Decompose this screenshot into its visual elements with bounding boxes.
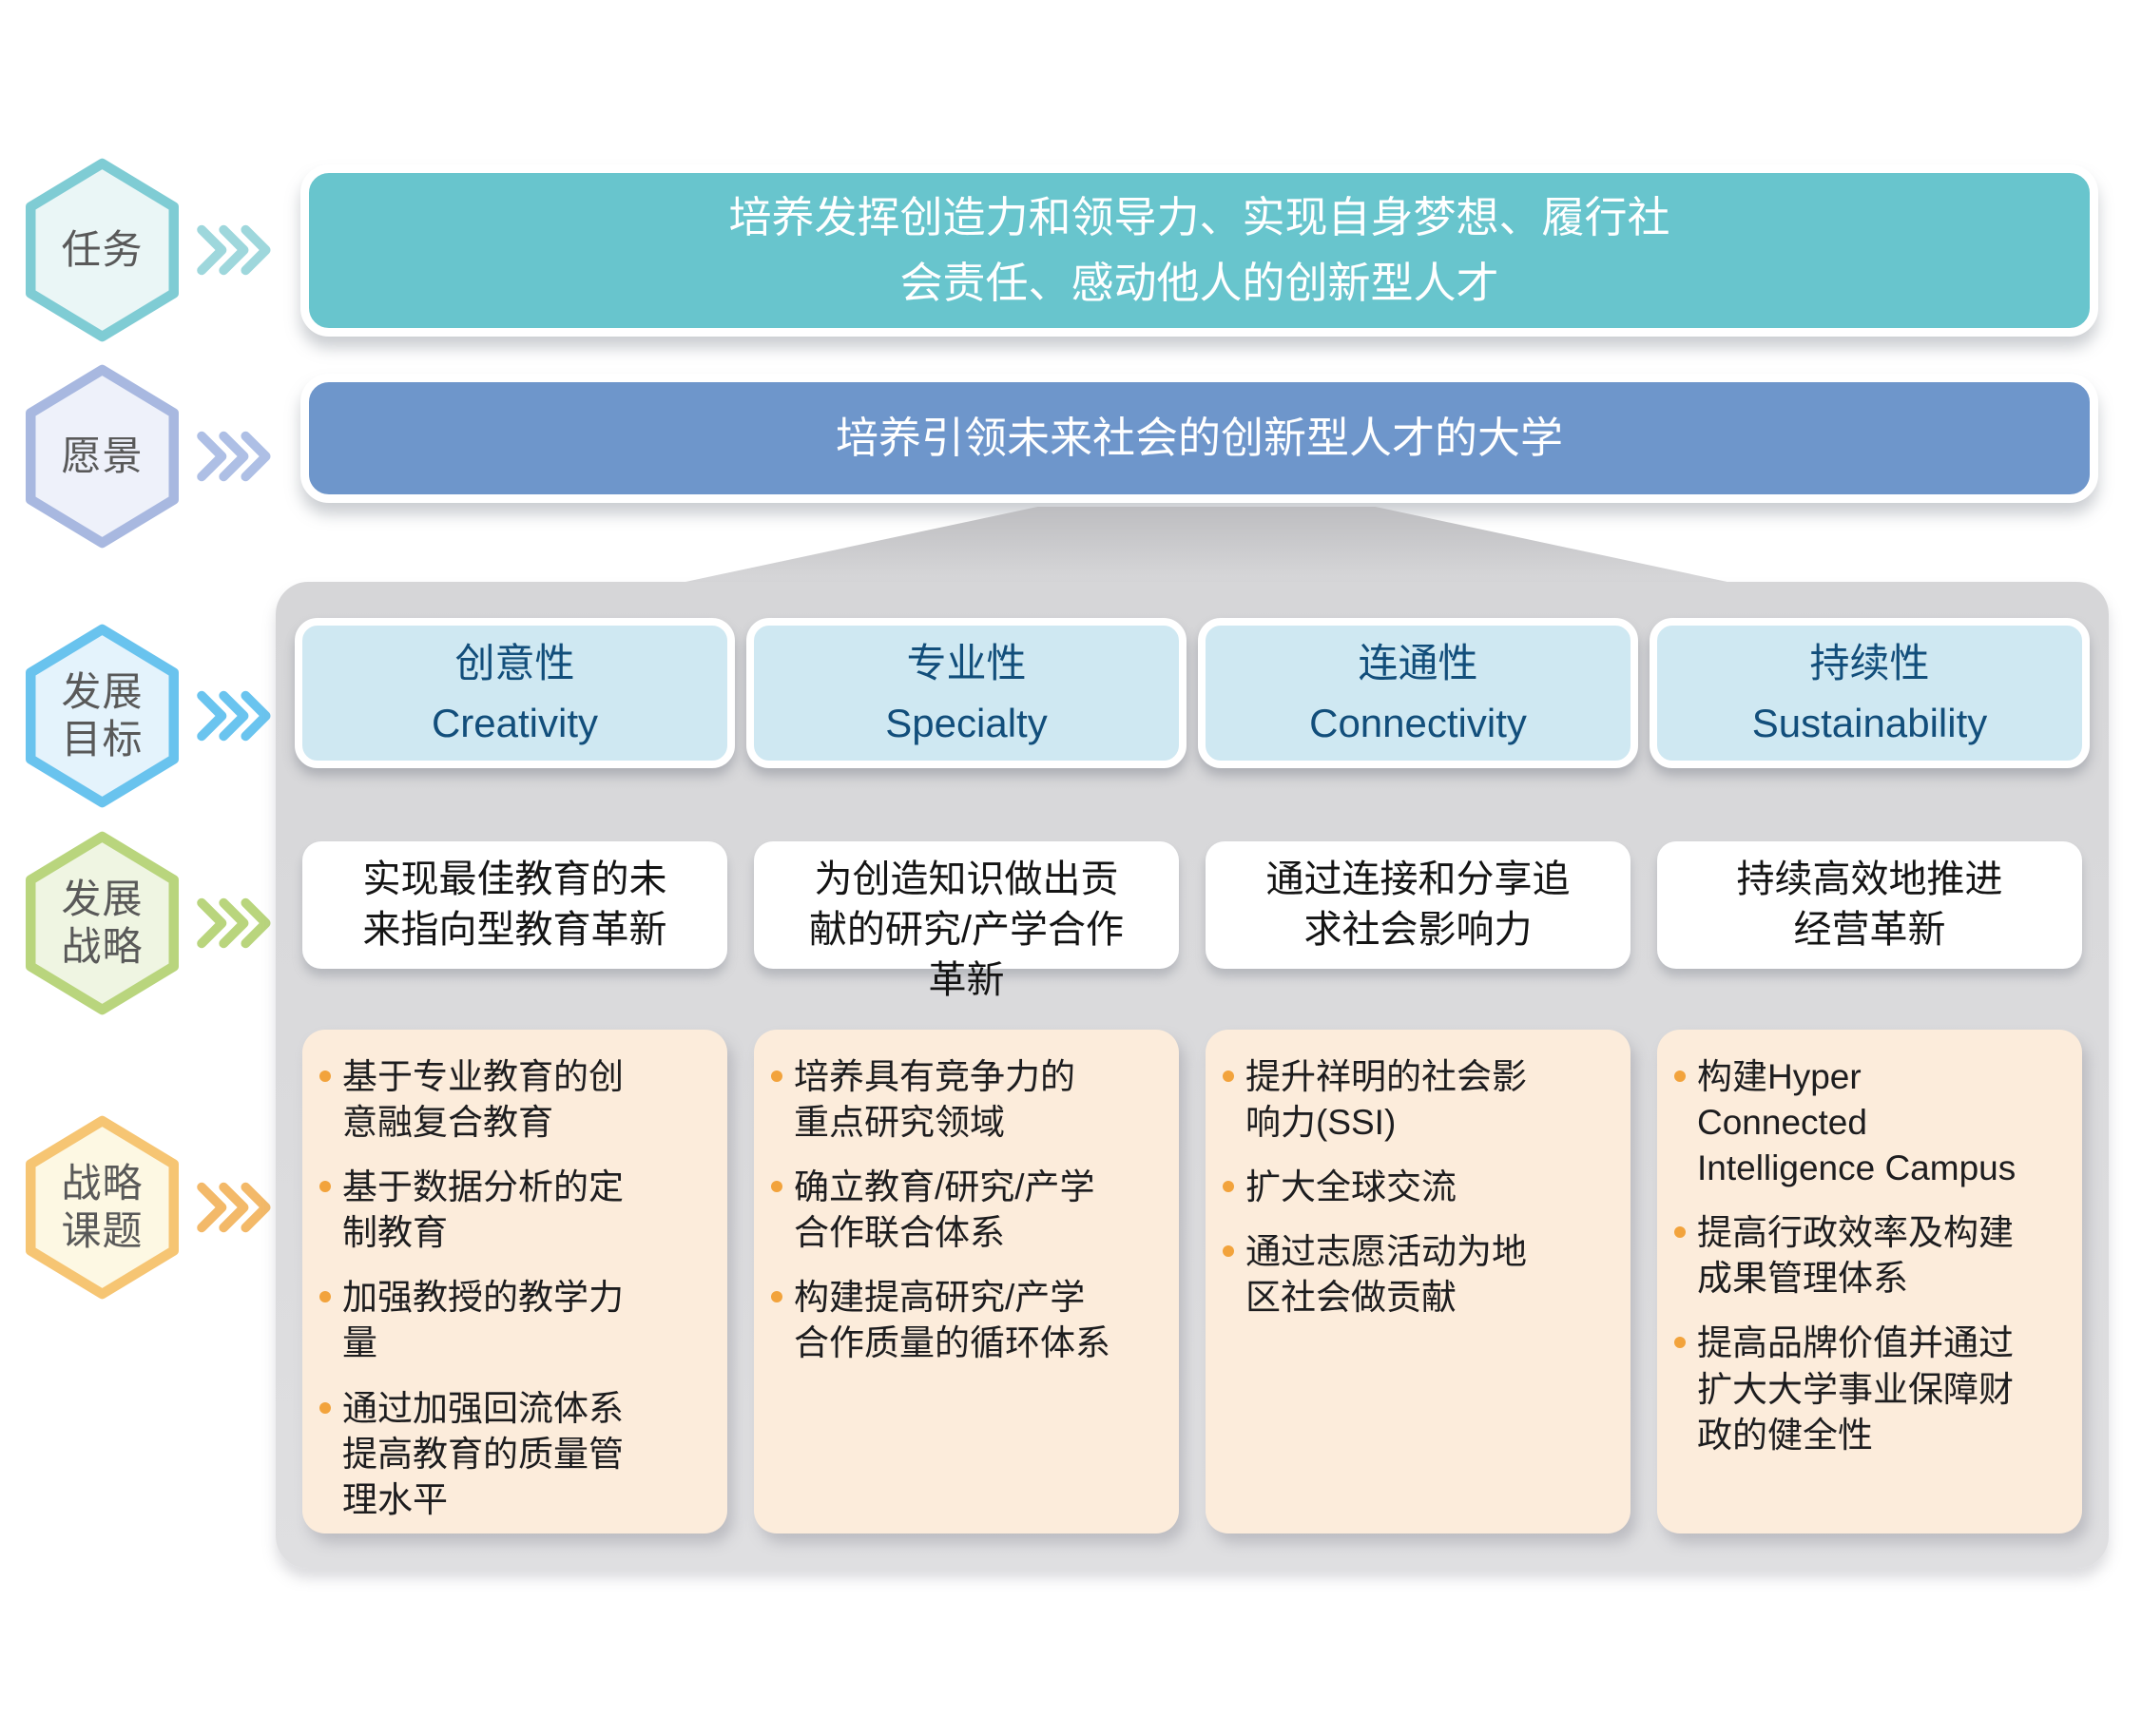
topics-box-specialty: 培养具有竞争力的 重点研究领域 确立教育/研究/产学 合作联合体系 构建提高研究…	[754, 1030, 1179, 1533]
topic-item: 提高行政效率及构建 成果管理体系	[1670, 1210, 2074, 1302]
hexagon-shape-icon	[26, 1115, 179, 1300]
topics-box-sustainability: 构建Hyper Connected Intelligence Campus 提高…	[1657, 1030, 2082, 1533]
strategy-box: 持续高效地推进 经营革新	[1657, 841, 2082, 969]
topic-item: 提高品牌价值并通过 扩大大学事业保障财 政的健全性	[1670, 1321, 2074, 1457]
bullet-icon	[319, 1181, 331, 1193]
hexagon-topics-label: 战略 课题	[61, 1161, 144, 1253]
triple-chevron-icon	[195, 431, 271, 482]
hexagon-strategy-label: 发展 战略	[61, 877, 144, 969]
strategy-box: 为创造知识做出贡 献的研究/产学合作 革新	[754, 841, 1179, 1001]
bullet-icon	[1674, 1226, 1686, 1239]
bullet-icon	[1674, 1337, 1686, 1349]
hexagon-vision-label: 愿景	[61, 434, 144, 479]
hexagon-shape-icon	[26, 624, 179, 808]
topics-box-connectivity: 提升祥明的社会影 响力(SSI) 扩大全球交流 通过志愿活动为地 区社会做贡献	[1206, 1030, 1631, 1533]
bullet-icon	[1223, 1245, 1234, 1258]
bullet-icon	[319, 1291, 331, 1303]
hexagon-shape-icon	[26, 158, 179, 342]
bullet-icon	[771, 1071, 782, 1082]
hexagon-development-goals: 发展 目标	[19, 623, 185, 809]
hexagon-vision: 愿景	[19, 363, 185, 550]
topic-item: 基于专业教育的创 意融复合教育	[316, 1054, 720, 1146]
topic-item: 扩大全球交流	[1219, 1165, 1623, 1210]
hexagon-shape-icon	[26, 364, 179, 549]
topics-box-creativity: 基于专业教育的创 意融复合教育 基于数据分析的定 制教育 加强教授的教学力 量 …	[302, 1030, 727, 1533]
triple-chevron-icon	[195, 897, 271, 949]
triple-chevron-icon	[195, 1182, 271, 1233]
topic-item: 确立教育/研究/产学 合作联合体系	[767, 1165, 1171, 1256]
topic-item: 构建提高研究/产学 合作质量的循环体系	[767, 1275, 1171, 1366]
strategy-box: 通过连接和分享追 求社会影响力	[1206, 841, 1631, 969]
hexagon-development-strategy: 发展 战略	[19, 830, 185, 1016]
bullet-icon	[319, 1071, 331, 1082]
topic-item: 通过加强回流体系 提高教育的质量管 理水平	[316, 1386, 720, 1523]
bullet-icon	[771, 1291, 782, 1303]
bullet-icon	[319, 1401, 331, 1414]
hexagon-mission: 任务	[19, 157, 185, 343]
triple-chevron-icon	[195, 224, 271, 276]
topic-item: 加强教授的教学力 量	[316, 1275, 720, 1366]
topic-item: 通过志愿活动为地 区社会做贡献	[1219, 1229, 1623, 1321]
topic-item: 基于数据分析的定 制教育	[316, 1165, 720, 1256]
topic-item: 提升祥明的社会影 响力(SSI)	[1219, 1054, 1623, 1146]
topic-item: 构建Hyper Connected Intelligence Campus	[1670, 1054, 2074, 1191]
bullet-icon	[1674, 1071, 1686, 1082]
vision-box: 培养引领未来社会的创新型人才的大学	[300, 374, 2098, 503]
bullet-icon	[1223, 1071, 1234, 1082]
hexagon-goals-label: 发展 目标	[61, 669, 144, 762]
triple-chevron-icon	[195, 690, 271, 742]
hexagon-strategic-topics: 战略 课题	[19, 1114, 185, 1301]
hexagon-shape-icon	[26, 831, 179, 1015]
hexagon-mission-label: 任务	[61, 227, 144, 273]
topic-item: 培养具有竞争力的 重点研究领域	[767, 1054, 1171, 1146]
mission-box: 培养发挥创造力和领导力、实现自身梦想、履行社 会责任、感动他人的创新型人才	[300, 164, 2098, 337]
strategy-box: 实现最佳教育的未 来指向型教育革新	[302, 841, 727, 969]
funnel-shape	[672, 507, 1741, 585]
bullet-icon	[771, 1181, 782, 1193]
bullet-icon	[1223, 1181, 1234, 1193]
